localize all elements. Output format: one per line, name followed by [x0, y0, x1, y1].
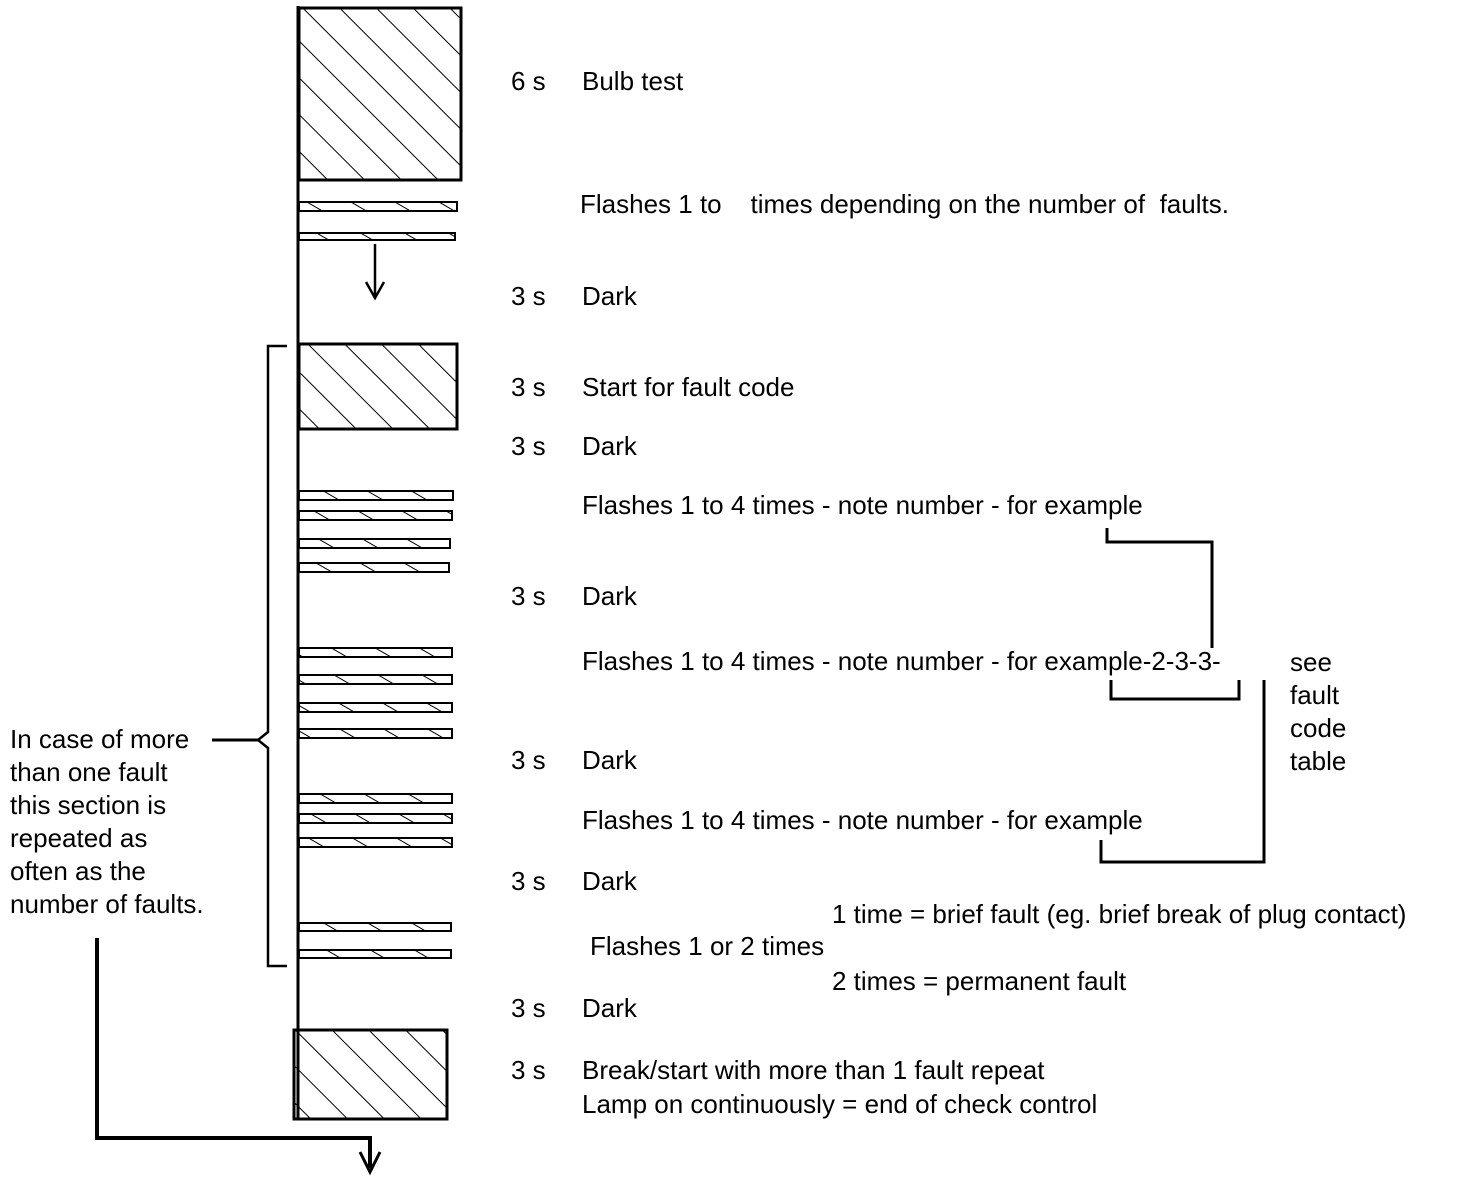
side-note-line: often as the [10, 856, 146, 886]
row-text: Flashes 1 to times depending on the numb… [580, 189, 1229, 219]
flash-bar [298, 232, 456, 241]
flash-bar [298, 949, 452, 959]
flash-bar [298, 922, 452, 932]
row-text: Flashes 1 to 4 times - note number - for… [582, 646, 1221, 676]
row-text: Dark [582, 581, 637, 611]
flash-bar [298, 562, 450, 573]
flash-bar [298, 538, 451, 549]
flash-bar [298, 201, 458, 212]
see-table-line: see [1290, 647, 1332, 677]
row-text: Start for fault code [582, 372, 795, 402]
flash-bar [298, 793, 453, 804]
bulb-test-block [297, 6, 463, 182]
row-duration: 3 s [511, 745, 546, 775]
flash-bar [298, 647, 453, 658]
row-text: Flashes 1 to 4 times - note number - for… [582, 490, 1143, 520]
row-text: Bulb test [582, 66, 684, 96]
see-table-line: fault [1290, 680, 1340, 710]
row-duration: 3 s [511, 431, 546, 461]
row-text: Dark [582, 281, 637, 311]
flash-bar [298, 674, 453, 685]
permanent-fault-text: 2 times = permanent fault [832, 966, 1127, 996]
flash-bar [298, 702, 453, 713]
flash-bar [298, 728, 453, 739]
row-text: Dark [582, 745, 637, 775]
start-fault-code-block [297, 342, 459, 431]
flash-bar [298, 813, 453, 824]
row-duration: 6 s [511, 66, 546, 96]
side-note-line: than one fault [10, 757, 168, 787]
row-text: Break/start with more than 1 fault repea… [582, 1055, 1045, 1085]
row-duration: 3 s [511, 372, 546, 402]
side-note-line: repeated as [10, 823, 148, 853]
side-note-line: In case of more [10, 724, 190, 754]
see-table-line: table [1290, 746, 1347, 776]
down-arrow-head [364, 281, 386, 301]
row-duration: 3 s [511, 866, 546, 896]
side-note-line: this section is [10, 790, 167, 820]
row-duration: 3 s [511, 281, 546, 311]
row-text: Dark [582, 866, 637, 896]
side-note-line: number of faults. [10, 889, 204, 919]
row-duration: 3 s [511, 1055, 546, 1085]
flash-bar [298, 510, 453, 521]
loop-arrow [95, 938, 372, 1168]
flash-bar [298, 490, 454, 501]
brief-fault-text: 1 time = brief fault (eg. brief break of… [832, 899, 1407, 929]
digit-bracket-3 [1099, 680, 1266, 864]
row-text: Dark [582, 431, 637, 461]
loop-arrow-head [358, 1151, 382, 1176]
flash-bar [298, 837, 453, 848]
see-table-line: code [1290, 713, 1347, 743]
end-line: Lamp on continuously = end of check cont… [582, 1089, 1098, 1119]
repeat-bracket [255, 344, 287, 968]
row-duration: 3 s [511, 993, 546, 1023]
break-start-block [292, 1028, 449, 1121]
digit-bracket-2 [1109, 680, 1241, 701]
digit-bracket-1 [1105, 528, 1214, 648]
row-text: Dark [582, 993, 637, 1023]
row-text: Flashes 1 or 2 times [590, 931, 825, 961]
row-text: Flashes 1 to 4 times - note number - for… [582, 805, 1143, 835]
row-duration: 3 s [511, 581, 546, 611]
